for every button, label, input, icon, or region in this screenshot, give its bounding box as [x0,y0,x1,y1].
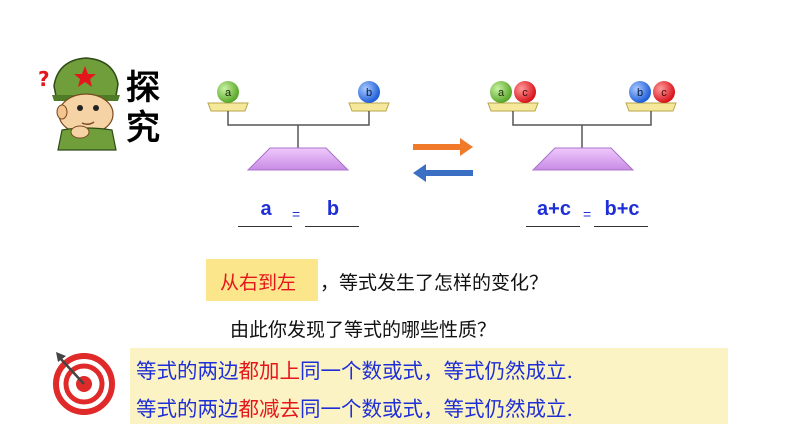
left-balance: a b [207,81,390,171]
left-eq-underline-right [305,226,359,227]
property-keyword: 都减去 [238,397,301,421]
right-balance: a c b c [487,81,677,171]
ball-b [358,81,380,103]
svg-text:a: a [498,87,505,99]
ball-c [514,81,536,103]
left-eq-underline-left [238,226,292,227]
right-eq-underline-right [594,226,648,227]
property-keyword: 都加上 [238,359,301,383]
question2-text: 由此你发现了等式的哪些性质？ [230,319,497,341]
left-eq-right: b [326,198,340,220]
question1-text: ，等式发生了怎样的变化？ [320,272,549,294]
property-suffix: 同一个数或式，等式仍然成立. [300,397,574,421]
heading-explore-2: 究 [126,108,160,148]
right-eq-sign: = [583,206,592,222]
soldier-thinking-icon: ? [38,57,120,151]
left-eq-sign: = [292,206,301,222]
property-line-subtract: 等式的两边都减去同一个数或式，等式仍然成立. [136,392,573,422]
svg-text:c: c [661,87,667,99]
properties-box: 等式的两边都加上同一个数或式，等式仍然成立. 等式的两边都减去同一个数或式，等式… [130,348,728,424]
svg-text:a: a [225,87,232,99]
ball-a [217,81,239,103]
right-eq-underline-left [526,226,580,227]
question1-highlight: 从右到左 [220,272,297,294]
left-eq-left: a [260,198,272,220]
property-prefix: 等式的两边 [136,397,239,421]
ball-b [629,81,651,103]
heading-explore-1: 探 [126,68,160,108]
svg-text:b: b [637,87,643,99]
right-eq-right: b+c [604,198,640,220]
svg-text:b: b [366,87,372,99]
target-dart-icon [53,352,115,415]
highlight-box [206,259,318,301]
ball-c [653,81,675,103]
property-suffix: 同一个数或式，等式仍然成立. [300,359,574,383]
property-prefix: 等式的两边 [136,359,239,383]
right-eq-left: a+c [537,198,571,220]
ball-a [490,81,512,103]
svg-text:c: c [522,87,528,99]
swap-arrows-icon [413,138,473,182]
svg-text:?: ? [38,67,50,91]
property-line-add: 等式的两边都加上同一个数或式，等式仍然成立. [136,354,573,384]
